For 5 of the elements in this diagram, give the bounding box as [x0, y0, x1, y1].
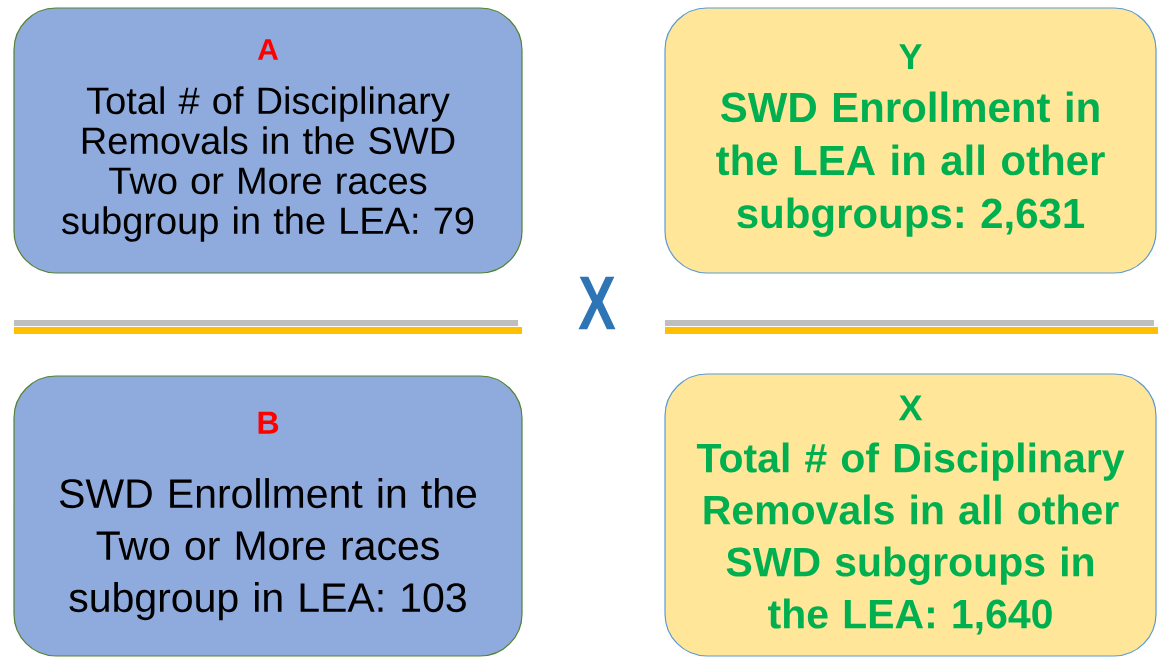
- text-box: X Total # of Disciplinary Removals in all other SWD subgroups in the LEA: 1,640: [664, 373, 1157, 657]
- text-box: A Total # of Disciplinary Removals in the SWD Two or More races subgroup in the LEA: 79: [13, 7, 523, 274]
- text-box: Y SWD Enrollment in the LEA in all other subgroups: 2,631: [664, 7, 1157, 274]
- multiply-sign: X: [578, 276, 616, 330]
- text-box: B SWD Enrollment in the Two or More races subgroup in LEA: 103: [13, 375, 523, 657]
